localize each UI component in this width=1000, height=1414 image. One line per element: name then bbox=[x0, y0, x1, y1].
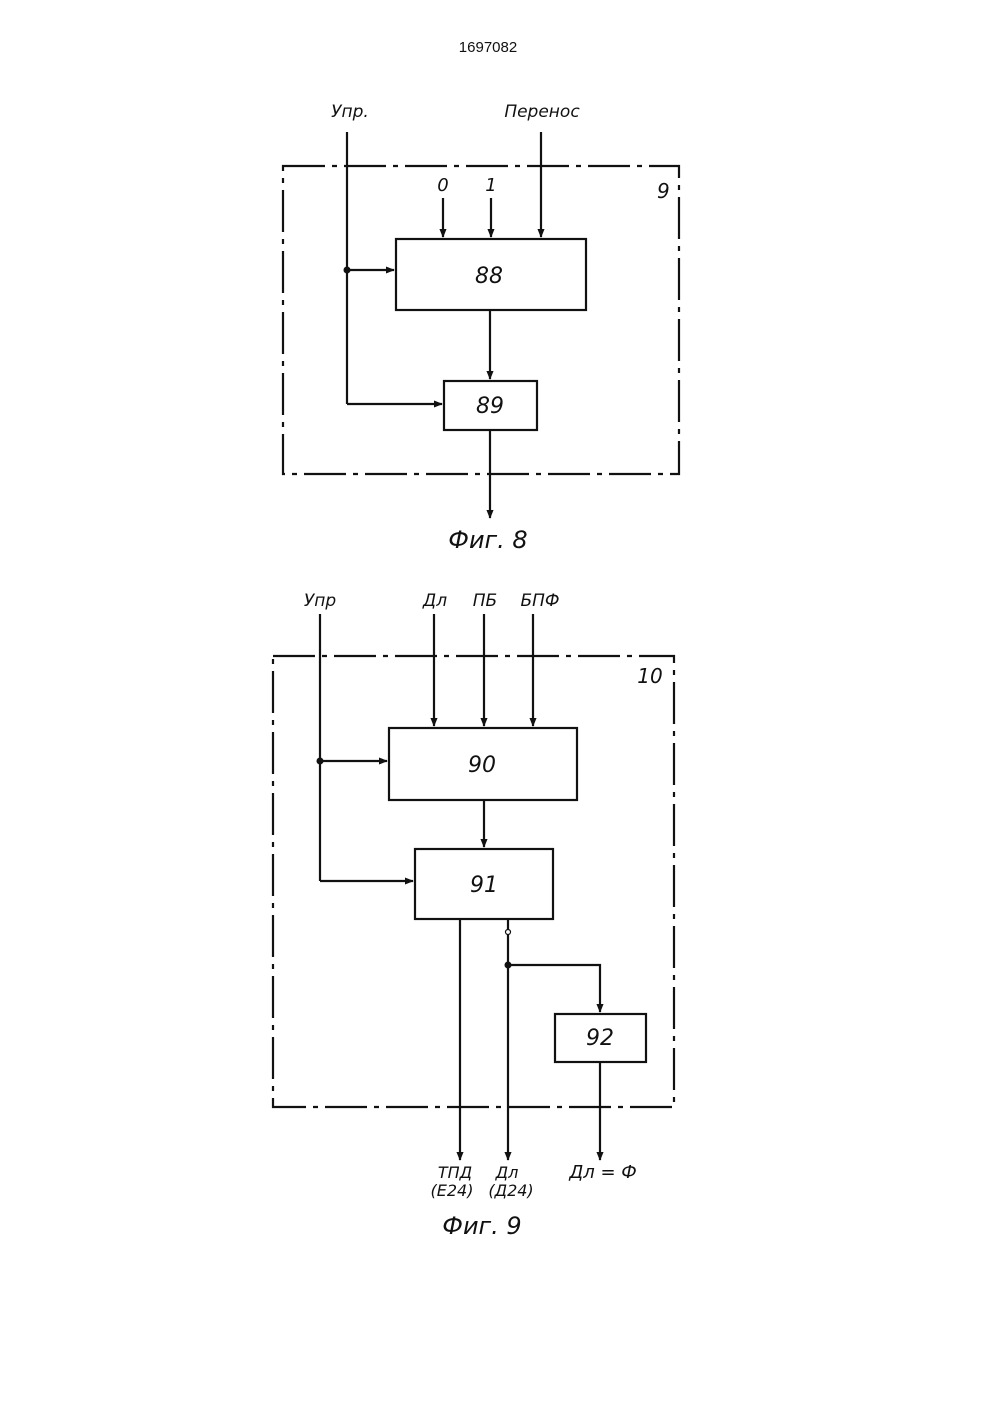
figure-8: 9 Упр. Перенос 0 1 88 89 Фиг. 8 bbox=[283, 102, 679, 554]
block-92-label: 92 bbox=[586, 1026, 614, 1051]
control-input-label-9: Упр bbox=[304, 591, 336, 611]
unit-9-label: 9 bbox=[657, 179, 670, 203]
dl-output-label: Дл bbox=[495, 1163, 519, 1182]
control-junction-dot-9 bbox=[317, 758, 324, 765]
block-90-label: 90 bbox=[468, 753, 496, 778]
control-input-label: Упр. bbox=[331, 102, 369, 122]
carry-input-label: Перенос bbox=[504, 102, 580, 122]
dl-phi-output-label: Дл = Ф bbox=[568, 1162, 637, 1183]
unit-10-label: 10 bbox=[637, 664, 662, 688]
zero-input-label: 0 bbox=[437, 175, 448, 196]
figure-9: 10 Упр Дл ПБ БПФ 90 91 92 ТПД (Е24) Дл (… bbox=[273, 591, 674, 1240]
figure-9-caption: Фиг. 9 bbox=[442, 1212, 521, 1240]
block-89-label: 89 bbox=[476, 394, 504, 419]
bpf-input-label: БПФ bbox=[520, 591, 559, 611]
patent-number: 1697082 bbox=[459, 39, 517, 56]
dl-input-label: Дл bbox=[422, 591, 447, 611]
pb-input-label: ПБ bbox=[473, 591, 497, 611]
dl-output-sublabel: (Д24) bbox=[488, 1181, 533, 1200]
block-88-label: 88 bbox=[475, 264, 503, 289]
one-input-label: 1 bbox=[485, 175, 496, 196]
open-circle-mark bbox=[506, 930, 511, 935]
tpd-output-sublabel: (Е24) bbox=[431, 1181, 474, 1200]
block-91-label: 91 bbox=[470, 873, 498, 898]
dl-to-92-arrow bbox=[508, 965, 600, 1012]
figure-8-caption: Фиг. 8 bbox=[448, 526, 527, 554]
control-junction-dot bbox=[344, 267, 351, 274]
tpd-output-label: ТПД bbox=[438, 1163, 472, 1182]
